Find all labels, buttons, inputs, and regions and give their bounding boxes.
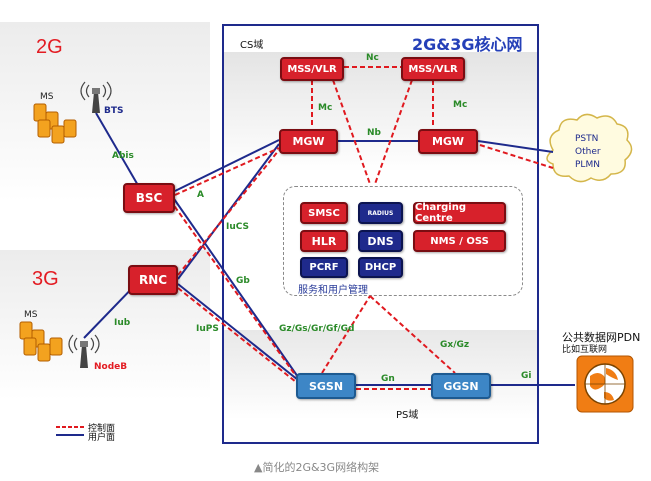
core-title: 2G&3G核心网 [412,35,523,54]
services-caption: 服务和用户管理 [298,285,368,296]
mgw-node-2[interactable]: MGW [418,129,478,154]
dhcp-node[interactable]: DHCP [358,257,403,278]
cloud-pstn-label: PSTN [575,134,599,144]
ms-2g-label: MS [40,92,54,102]
smsc-node[interactable]: SMSC [300,202,348,224]
ggsn-node[interactable]: GGSN [431,373,491,399]
sgsn-node[interactable]: SGSN [296,373,356,399]
pdn-globe-icon [576,355,634,413]
nodeb-label: NodeB [94,362,128,372]
cloud-other-label: Other [575,147,601,157]
region-label-2g: 2G [36,36,63,58]
pstn-cloud [546,113,633,183]
if-nb-label: Nb [367,128,381,138]
if-mc-label-1: Mc [318,103,333,113]
if-iucs-label: IuCS [226,222,250,232]
if-gn-label: Gn [381,374,395,384]
figure-caption: ▲简化的2G&3G网络构架 [254,461,380,474]
if-gzgs-label: Gz/Gs/Gr/Gf/Gd [279,324,355,334]
mgw-node-1[interactable]: MGW [279,129,338,154]
rnc-node[interactable]: RNC [128,265,178,295]
core-network-frame [222,24,539,444]
ps-domain-label: PS域 [396,410,419,421]
mss-vlr-node-1[interactable]: MSS/VLR [280,57,344,81]
radius-node[interactable]: RADIUS [358,202,403,224]
charging-centre-node[interactable]: Charging Centre [413,202,506,224]
services-region [283,186,523,296]
band-cs [223,52,537,172]
if-gb-label: Gb [236,276,250,286]
nms-oss-node[interactable]: NMS / OSS [413,230,506,252]
mss-vlr-node-2[interactable]: MSS/VLR [401,57,465,81]
if-iups-label: IuPS [196,324,219,334]
cloud-plmn-label: PLMN [575,160,600,170]
hlr-node[interactable]: HLR [300,230,348,252]
if-gxgz-label: Gx/Gz [440,340,470,350]
if-gi-label: Gi [521,371,532,381]
ms-2g-phones-icon [33,103,77,144]
pcrf-node[interactable]: PCRF [300,257,348,278]
cs-domain-label: CS域 [240,40,264,51]
region-label-3g: 3G [32,268,59,290]
bts-tower-icon [80,81,112,113]
pdn-label-line2: 比如互联网 [562,345,608,355]
legend-control-label: 控制面 [88,424,116,434]
if-a-label: A [197,190,204,200]
if-abis-label: Abis [112,151,134,161]
ms-3g-label: MS [24,310,38,320]
if-iub-label: Iub [114,318,131,328]
nodeb-tower-icon [68,334,100,368]
if-mc-label-2: Mc [453,100,468,110]
if-nc-label: Nc [366,53,379,63]
pdn-label-line1: 公共数据网PDN [562,331,641,344]
ms-3g-phones-icon [19,321,63,362]
legend-user-label: 用户面 [88,433,116,443]
bsc-node[interactable]: BSC [123,183,175,213]
dns-node[interactable]: DNS [358,230,403,252]
bts-label: BTS [104,106,124,116]
